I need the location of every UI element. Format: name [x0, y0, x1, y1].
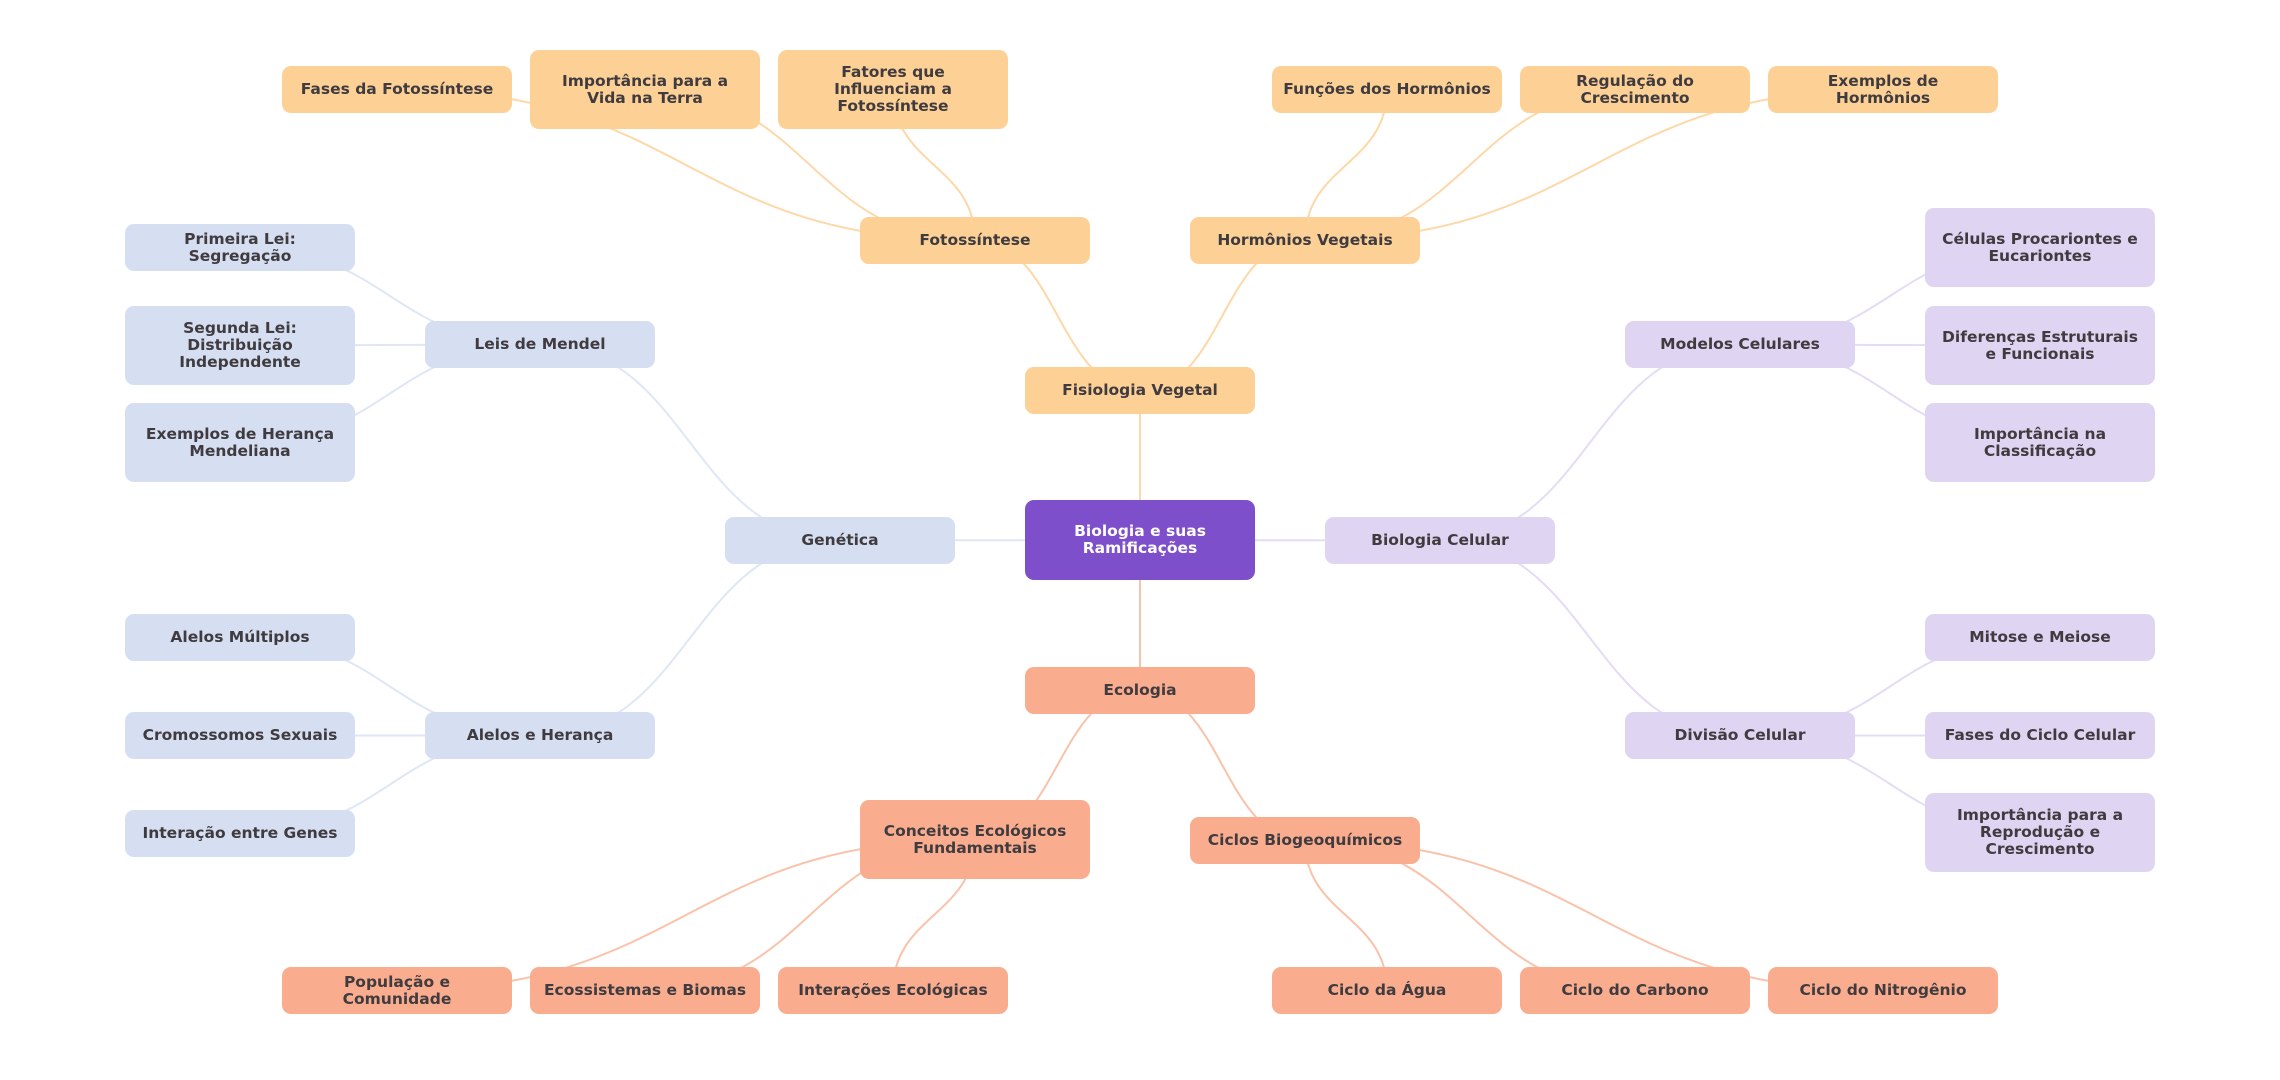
node-label: Interações Ecológicas [798, 981, 988, 999]
node-cromossomos-sexuais[interactable]: Cromossomos Sexuais [125, 712, 355, 759]
node-ciclo-da-agua[interactable]: Ciclo da Água [1272, 967, 1502, 1014]
node-label: Interação entre Genes [142, 824, 338, 842]
node-interacoes-ecologicas[interactable]: Interações Ecológicas [778, 967, 1008, 1014]
node-label: Alelos Múltiplos [170, 628, 310, 646]
node-fases-da-fotossintese[interactable]: Fases da Fotossíntese [282, 66, 512, 113]
node-divisao-celular[interactable]: Divisão Celular [1625, 712, 1855, 759]
node-ciclo-do-nitrogenio[interactable]: Ciclo do Nitrogênio [1768, 967, 1998, 1014]
node-primeira-lei[interactable]: Primeira Lei: Segregação [125, 224, 355, 271]
node-label: Importância para a Vida na Terra [561, 71, 729, 107]
connector-ciclos-ciclo-agua [1304, 840, 1388, 991]
node-label: Fatores que Influenciam a Fotossíntese [834, 63, 952, 115]
node-ecossistemas-biomas[interactable]: Ecossistemas e Biomas [530, 967, 760, 1014]
node-hormonios-vegetais[interactable]: Hormônios Vegetais [1190, 217, 1420, 264]
node-label: Ciclo da Água [1327, 981, 1447, 999]
node-ciclo-do-carbono[interactable]: Ciclo do Carbono [1520, 967, 1750, 1014]
node-importancia-reproducao[interactable]: Importância para a Reprodução e Crescime… [1925, 793, 2155, 872]
node-label: Segunda Lei: Distribuição Independente [179, 319, 301, 371]
node-biologia-celular[interactable]: Biologia Celular [1325, 517, 1555, 564]
node-ecologia[interactable]: Ecologia [1025, 667, 1255, 714]
node-fisiologia-vegetal[interactable]: Fisiologia Vegetal [1025, 367, 1255, 414]
node-importancia-vida-terra[interactable]: Importância para a Vida na Terra [530, 50, 760, 129]
node-label: Fases do Ciclo Celular [1944, 726, 2136, 744]
node-alelos-multiplos[interactable]: Alelos Múltiplos [125, 614, 355, 661]
node-interacao-entre-genes[interactable]: Interação entre Genes [125, 810, 355, 857]
node-diferencas-estruturais[interactable]: Diferenças Estruturais e Funcionais [1925, 306, 2155, 385]
node-label: Primeira Lei: Segregação [184, 229, 296, 265]
node-label: Fases da Fotossíntese [300, 80, 494, 98]
node-label: População e Comunidade [342, 972, 452, 1008]
node-label: Genética [801, 531, 879, 549]
node-label: Importância na Classificação [1973, 424, 2107, 460]
node-label: Importância para a Reprodução e Crescime… [1956, 806, 2124, 858]
node-label: Regulação do Crescimento [1576, 71, 1694, 107]
node-regulacao-crescimento[interactable]: Regulação do Crescimento [1520, 66, 1750, 113]
node-label: Células Procariontes e Eucariontes [1942, 229, 2138, 265]
node-genetica[interactable]: Genética [725, 517, 955, 564]
node-label: Alelos e Herança [466, 726, 614, 744]
node-label: Conceitos Ecológicos Fundamentais [883, 821, 1067, 857]
node-label: Ecologia [1103, 681, 1177, 699]
node-label: Ciclo do Carbono [1561, 981, 1709, 999]
node-label: Exemplos de Herança Mendeliana [145, 424, 335, 460]
node-celulas-procariontes-eucariontes[interactable]: Células Procariontes e Eucariontes [1925, 208, 2155, 287]
node-fotossintese[interactable]: Fotossíntese [860, 217, 1090, 264]
node-funcoes-hormonios[interactable]: Funções dos Hormônios [1272, 66, 1502, 113]
connector-hormonios-funcoes-horm [1304, 89, 1388, 241]
node-leis-de-mendel[interactable]: Leis de Mendel [425, 321, 655, 368]
node-label: Ciclos Biogeoquímicos [1207, 831, 1403, 849]
node-populacao-comunidade[interactable]: População e Comunidade [282, 967, 512, 1014]
node-label: Funções dos Hormônios [1283, 80, 1491, 98]
node-importancia-classificacao[interactable]: Importância na Classificação [1925, 403, 2155, 482]
connector-celular-modelos [1439, 343, 1741, 542]
connector-genetica-mendel [539, 343, 841, 542]
node-fatores-fotossintese[interactable]: Fatores que Influenciam a Fotossíntese [778, 50, 1008, 129]
node-label: Biologia Celular [1371, 531, 1509, 549]
node-label: Modelos Celulares [1660, 335, 1820, 353]
node-label: Fisiologia Vegetal [1062, 381, 1218, 399]
node-label: Mitose e Meiose [1969, 628, 2111, 646]
node-exemplos-heranca-mendeliana[interactable]: Exemplos de Herança Mendeliana [125, 403, 355, 482]
node-modelos-celulares[interactable]: Modelos Celulares [1625, 321, 1855, 368]
node-segunda-lei[interactable]: Segunda Lei: Distribuição Independente [125, 306, 355, 385]
node-label: Fotossíntese [919, 231, 1031, 249]
node-label: Ecossistemas e Biomas [543, 981, 747, 999]
node-label: Divisão Celular [1674, 726, 1806, 744]
connector-celular-divisao [1439, 539, 1741, 737]
node-ciclos-biogeoquimicos[interactable]: Ciclos Biogeoquímicos [1190, 817, 1420, 864]
root-node[interactable]: Biologia e suas Ramificações [1025, 500, 1255, 580]
node-label: Diferenças Estruturais e Funcionais [1942, 327, 2138, 363]
connector-genetica-alelos [539, 539, 841, 737]
node-mitose-e-meiose[interactable]: Mitose e Meiose [1925, 614, 2155, 661]
node-label: Biologia e suas Ramificações [1074, 522, 1206, 557]
node-label: Hormônios Vegetais [1217, 231, 1393, 249]
node-fases-ciclo-celular[interactable]: Fases do Ciclo Celular [1925, 712, 2155, 759]
node-label: Exemplos de Hormônios [1827, 71, 1939, 107]
node-conceitos-ecologicos[interactable]: Conceitos Ecológicos Fundamentais [860, 800, 1090, 879]
node-label: Ciclo do Nitrogênio [1799, 981, 1967, 999]
node-alelos-e-heranca[interactable]: Alelos e Herança [425, 712, 655, 759]
node-label: Cromossomos Sexuais [142, 726, 338, 744]
node-label: Leis de Mendel [474, 335, 606, 353]
node-exemplos-hormonios[interactable]: Exemplos de Hormônios [1768, 66, 1998, 113]
